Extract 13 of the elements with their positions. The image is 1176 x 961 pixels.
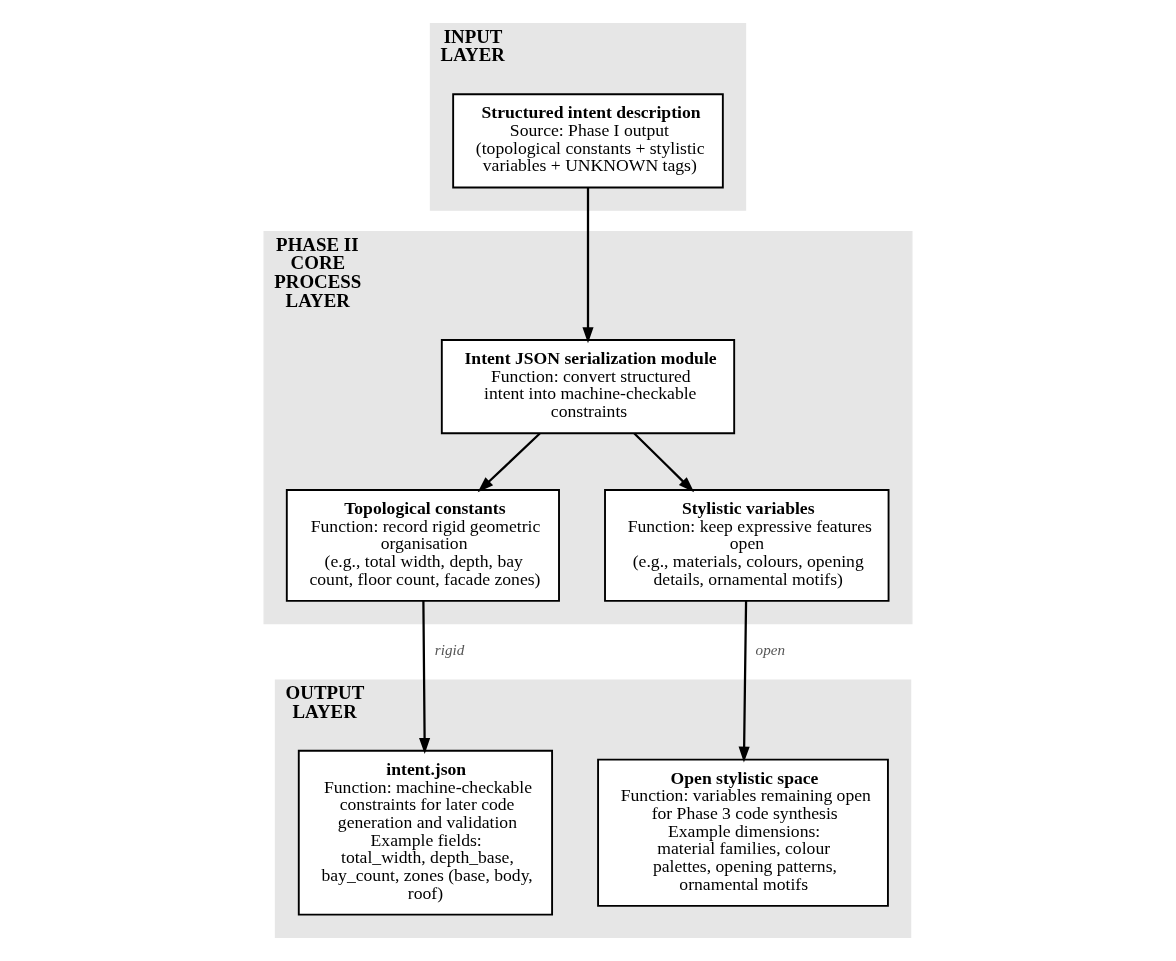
node-box: Structured intent description Source: Phase I output (topological constants + stylistic variables + UNKNOWN tags) <box>452 93 724 189</box>
arrow <box>738 600 750 763</box>
node-box: Topological constants Function: record rigid geometric organisation (e.g., total width, depth, bay count, floor count, facade zones) <box>285 489 560 602</box>
arrow <box>477 432 541 493</box>
edge-label: rigid <box>434 642 465 659</box>
node-box: intent.json Function: machine-checkable constraints for later code generation and validation Example fields: total_width, depth_base, bay_count, zones (base, body, roof) <box>297 749 554 916</box>
edge-label: open <box>755 642 785 659</box>
node-box: Open stylistic space Function: variables remaining open for Phase 3 code synthesis Example dimensions: material families, colour palettes, opening patterns, ornamental motifs <box>597 758 889 907</box>
arrow <box>582 187 594 344</box>
arrow <box>419 600 431 754</box>
node-box: Stylistic variables Function: keep expressive features open (e.g., materials, colours, opening details, ornamental motifs) <box>604 489 890 602</box>
arrow <box>633 432 695 493</box>
node-box: Intent JSON serialization module Function: convert structured intent into machine-checkable constraints <box>440 339 736 435</box>
